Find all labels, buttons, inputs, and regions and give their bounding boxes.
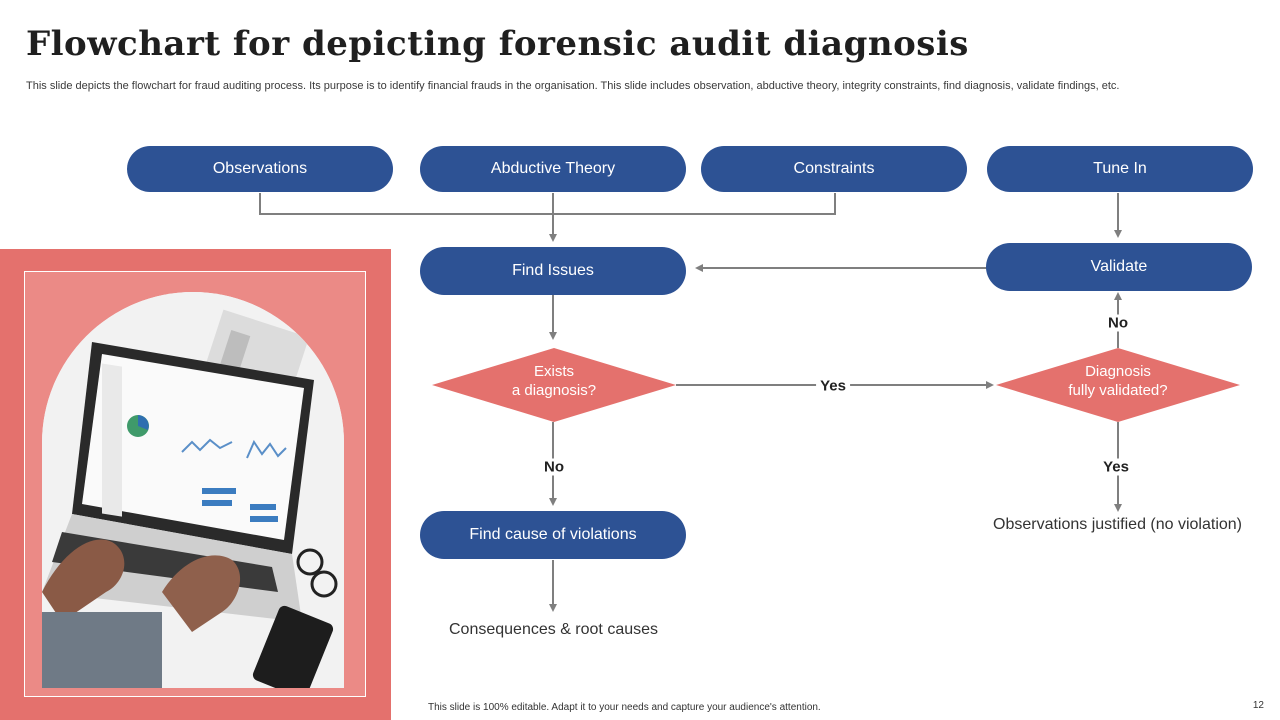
- photo-panel: [0, 249, 391, 720]
- connector-constraints: [553, 193, 836, 215]
- slide-title: Flowchart for depicting forensic audit d…: [26, 24, 969, 64]
- node-abductive-theory: Abductive Theory: [420, 146, 686, 192]
- outcome-consequences: Consequences & root causes: [449, 621, 659, 638]
- node-find-cause: Find cause of violations: [420, 511, 686, 559]
- node-validate: Validate: [986, 243, 1252, 291]
- connector-observations: [259, 193, 553, 215]
- outcome-observations-justified: Observations justified (no violation): [993, 516, 1243, 533]
- page-number: 12: [1252, 700, 1264, 711]
- laptop-illustration: [42, 292, 344, 688]
- diamond-shape: [432, 348, 676, 422]
- node-observations: Observations: [127, 146, 393, 192]
- decision-exists-diagnosis: Exists a diagnosis?: [432, 348, 676, 422]
- node-find-issues: Find Issues: [420, 247, 686, 295]
- photo-frame: [24, 271, 366, 697]
- diamond-shape: [996, 348, 1240, 422]
- laptop-image-icon: [42, 292, 344, 688]
- node-tune-in: Tune In: [987, 146, 1253, 192]
- decision-diagnosis-validated: Diagnosis fully validated?: [996, 348, 1240, 422]
- decision-validated-label: Diagnosis fully validated?: [1068, 363, 1168, 399]
- edge-label-no-right: No: [1104, 314, 1132, 332]
- edge-label-yes-right: Yes: [1099, 458, 1133, 476]
- footer-note: This slide is 100% editable. Adapt it to…: [428, 702, 821, 713]
- edge-label-yes-mid: Yes: [816, 377, 850, 395]
- node-constraints: Constraints: [701, 146, 967, 192]
- edge-label-no-left: No: [540, 458, 568, 476]
- slide-subtitle: This slide depicts the flowchart for fra…: [26, 80, 1120, 92]
- decision-exists-label: Exists a diagnosis?: [511, 363, 597, 399]
